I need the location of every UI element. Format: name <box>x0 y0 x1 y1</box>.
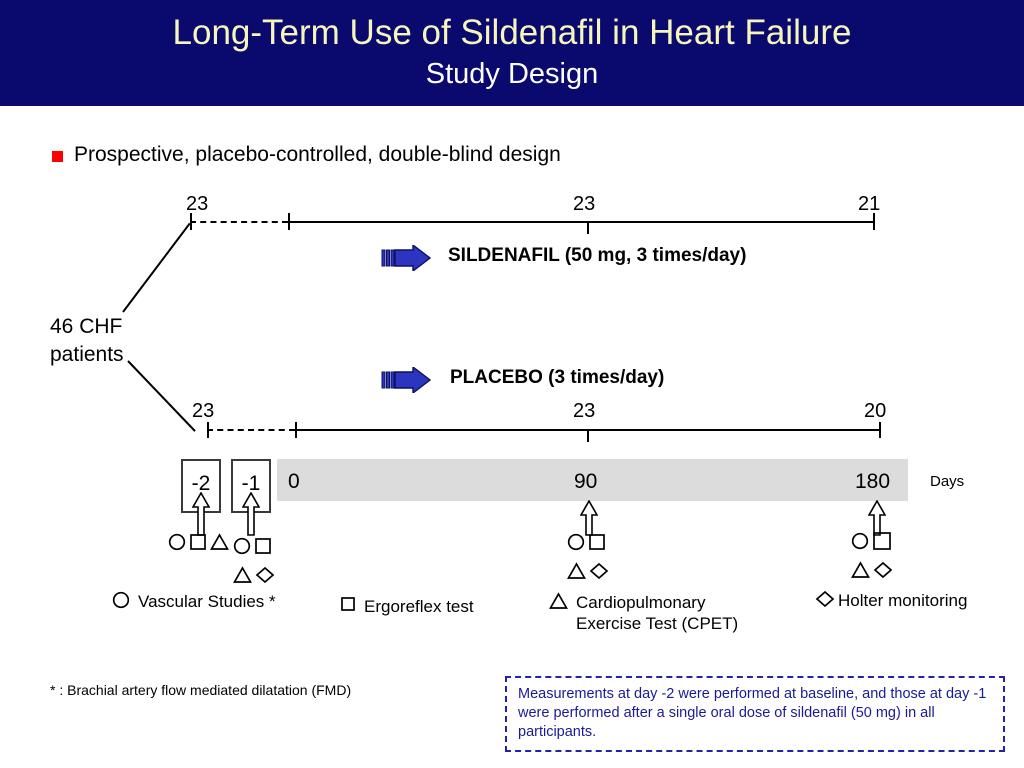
sildenafil-tick-day90 <box>587 221 589 234</box>
triangle-icon <box>549 592 568 615</box>
branch-to-placebo <box>127 360 196 432</box>
sildenafil-tick-day0 <box>288 213 290 230</box>
cohort-label-line1: 46 CHF <box>50 315 123 338</box>
up-arrow-day-180 <box>867 499 887 541</box>
placebo-tick-screening <box>207 422 209 438</box>
note-box: Measurements at day -2 were performed at… <box>505 676 1005 752</box>
up-arrow-day-90 <box>579 499 599 541</box>
legend-item-ergoreflex: Ergoreflex test <box>340 596 474 617</box>
footnote: * : Brachial artery flow mediated dilata… <box>50 682 352 698</box>
circle-icon <box>112 591 130 614</box>
circle-icon <box>851 532 869 555</box>
day-label-90: 90 <box>574 470 598 493</box>
placebo-tick-day180 <box>879 422 881 438</box>
assessment-symbols-day-90 <box>567 533 609 585</box>
sildenafil-count-mid: 23 <box>573 193 596 215</box>
placebo-arrow-icon <box>381 365 432 395</box>
up-arrow-day-minus1 <box>241 491 261 541</box>
legend-item-holter: Holter monitoring <box>815 590 967 613</box>
day-label-180: 180 <box>855 470 891 493</box>
legend-label-cpet: Cardiopulmonary Exercise Test (CPET) <box>576 592 738 634</box>
square-icon <box>254 537 272 560</box>
diamond-icon <box>815 590 835 613</box>
assessment-symbols-day-180 <box>851 531 893 584</box>
day-box-minus1-label: -1 <box>241 472 261 495</box>
placebo-count-end: 20 <box>864 400 887 422</box>
assessment-symbols-day-minus1 <box>233 537 275 589</box>
diamond-icon <box>873 561 893 584</box>
page-title: Long-Term Use of Sildenafil in Heart Fai… <box>172 13 852 52</box>
legend-label-vascular-studies: Vascular Studies * <box>138 592 276 611</box>
sildenafil-treatment-label: SILDENAFIL (50 mg, 3 times/day) <box>448 245 747 266</box>
days-bar <box>277 459 908 501</box>
circle-icon <box>233 537 251 560</box>
placebo-run-in-segment <box>207 429 295 431</box>
sildenafil-count-start: 23 <box>186 193 209 215</box>
sildenafil-arrow-icon <box>381 243 432 273</box>
square-icon <box>340 596 356 617</box>
diamond-icon <box>255 566 275 589</box>
triangle-icon <box>233 566 252 589</box>
legend-item-cpet: Cardiopulmonary Exercise Test (CPET) <box>549 592 738 634</box>
square-icon <box>189 533 207 556</box>
placebo-tick-day0 <box>295 422 297 438</box>
sildenafil-tick-screening <box>190 213 192 230</box>
square-icon <box>872 531 892 556</box>
page-subtitle: Study Design <box>425 58 599 90</box>
legend-item-vascular-studies: Vascular Studies * <box>112 591 276 614</box>
circle-icon <box>168 533 186 556</box>
day-box-minus2-label: -2 <box>191 472 211 495</box>
title-banner: Long-Term Use of Sildenafil in Heart Fai… <box>0 0 1024 106</box>
assessment-symbols-day-minus2 <box>168 533 229 556</box>
bullet-design-label: Prospective, placebo-controlled, double-… <box>74 143 561 166</box>
bullet-design: Prospective, placebo-controlled, double-… <box>52 142 561 167</box>
sildenafil-tick-day180 <box>873 213 875 230</box>
legend-label-cpet-line2: Exercise Test (CPET) <box>576 614 739 633</box>
note-text: Measurements at day -2 were performed at… <box>518 686 987 740</box>
legend-label-ergoreflex: Ergoreflex test <box>364 597 474 616</box>
circle-icon <box>567 533 585 556</box>
sildenafil-count-end: 21 <box>858 193 881 215</box>
cohort-label-line2: patients <box>50 343 124 366</box>
legend-label-cpet-line1: Cardiopulmonary <box>576 593 706 612</box>
sildenafil-treatment-segment <box>288 221 874 223</box>
branch-to-sildenafil <box>122 222 191 313</box>
cohort-label: 46 CHF patients <box>50 313 124 369</box>
triangle-icon <box>851 561 870 584</box>
placebo-count-mid: 23 <box>573 400 596 422</box>
placebo-count-start: 23 <box>192 400 215 422</box>
day-label-0: 0 <box>288 470 300 493</box>
sildenafil-run-in-segment <box>190 221 288 223</box>
bullet-square-icon <box>52 150 63 162</box>
legend-label-holter: Holter monitoring <box>838 591 968 610</box>
square-icon <box>588 533 606 556</box>
triangle-icon <box>210 533 229 556</box>
placebo-tick-day90 <box>587 429 589 442</box>
placebo-treatment-label: PLACEBO (3 times/day) <box>450 367 665 388</box>
days-unit-label: Days <box>930 473 965 490</box>
diamond-icon <box>589 562 609 585</box>
triangle-icon <box>567 562 586 585</box>
